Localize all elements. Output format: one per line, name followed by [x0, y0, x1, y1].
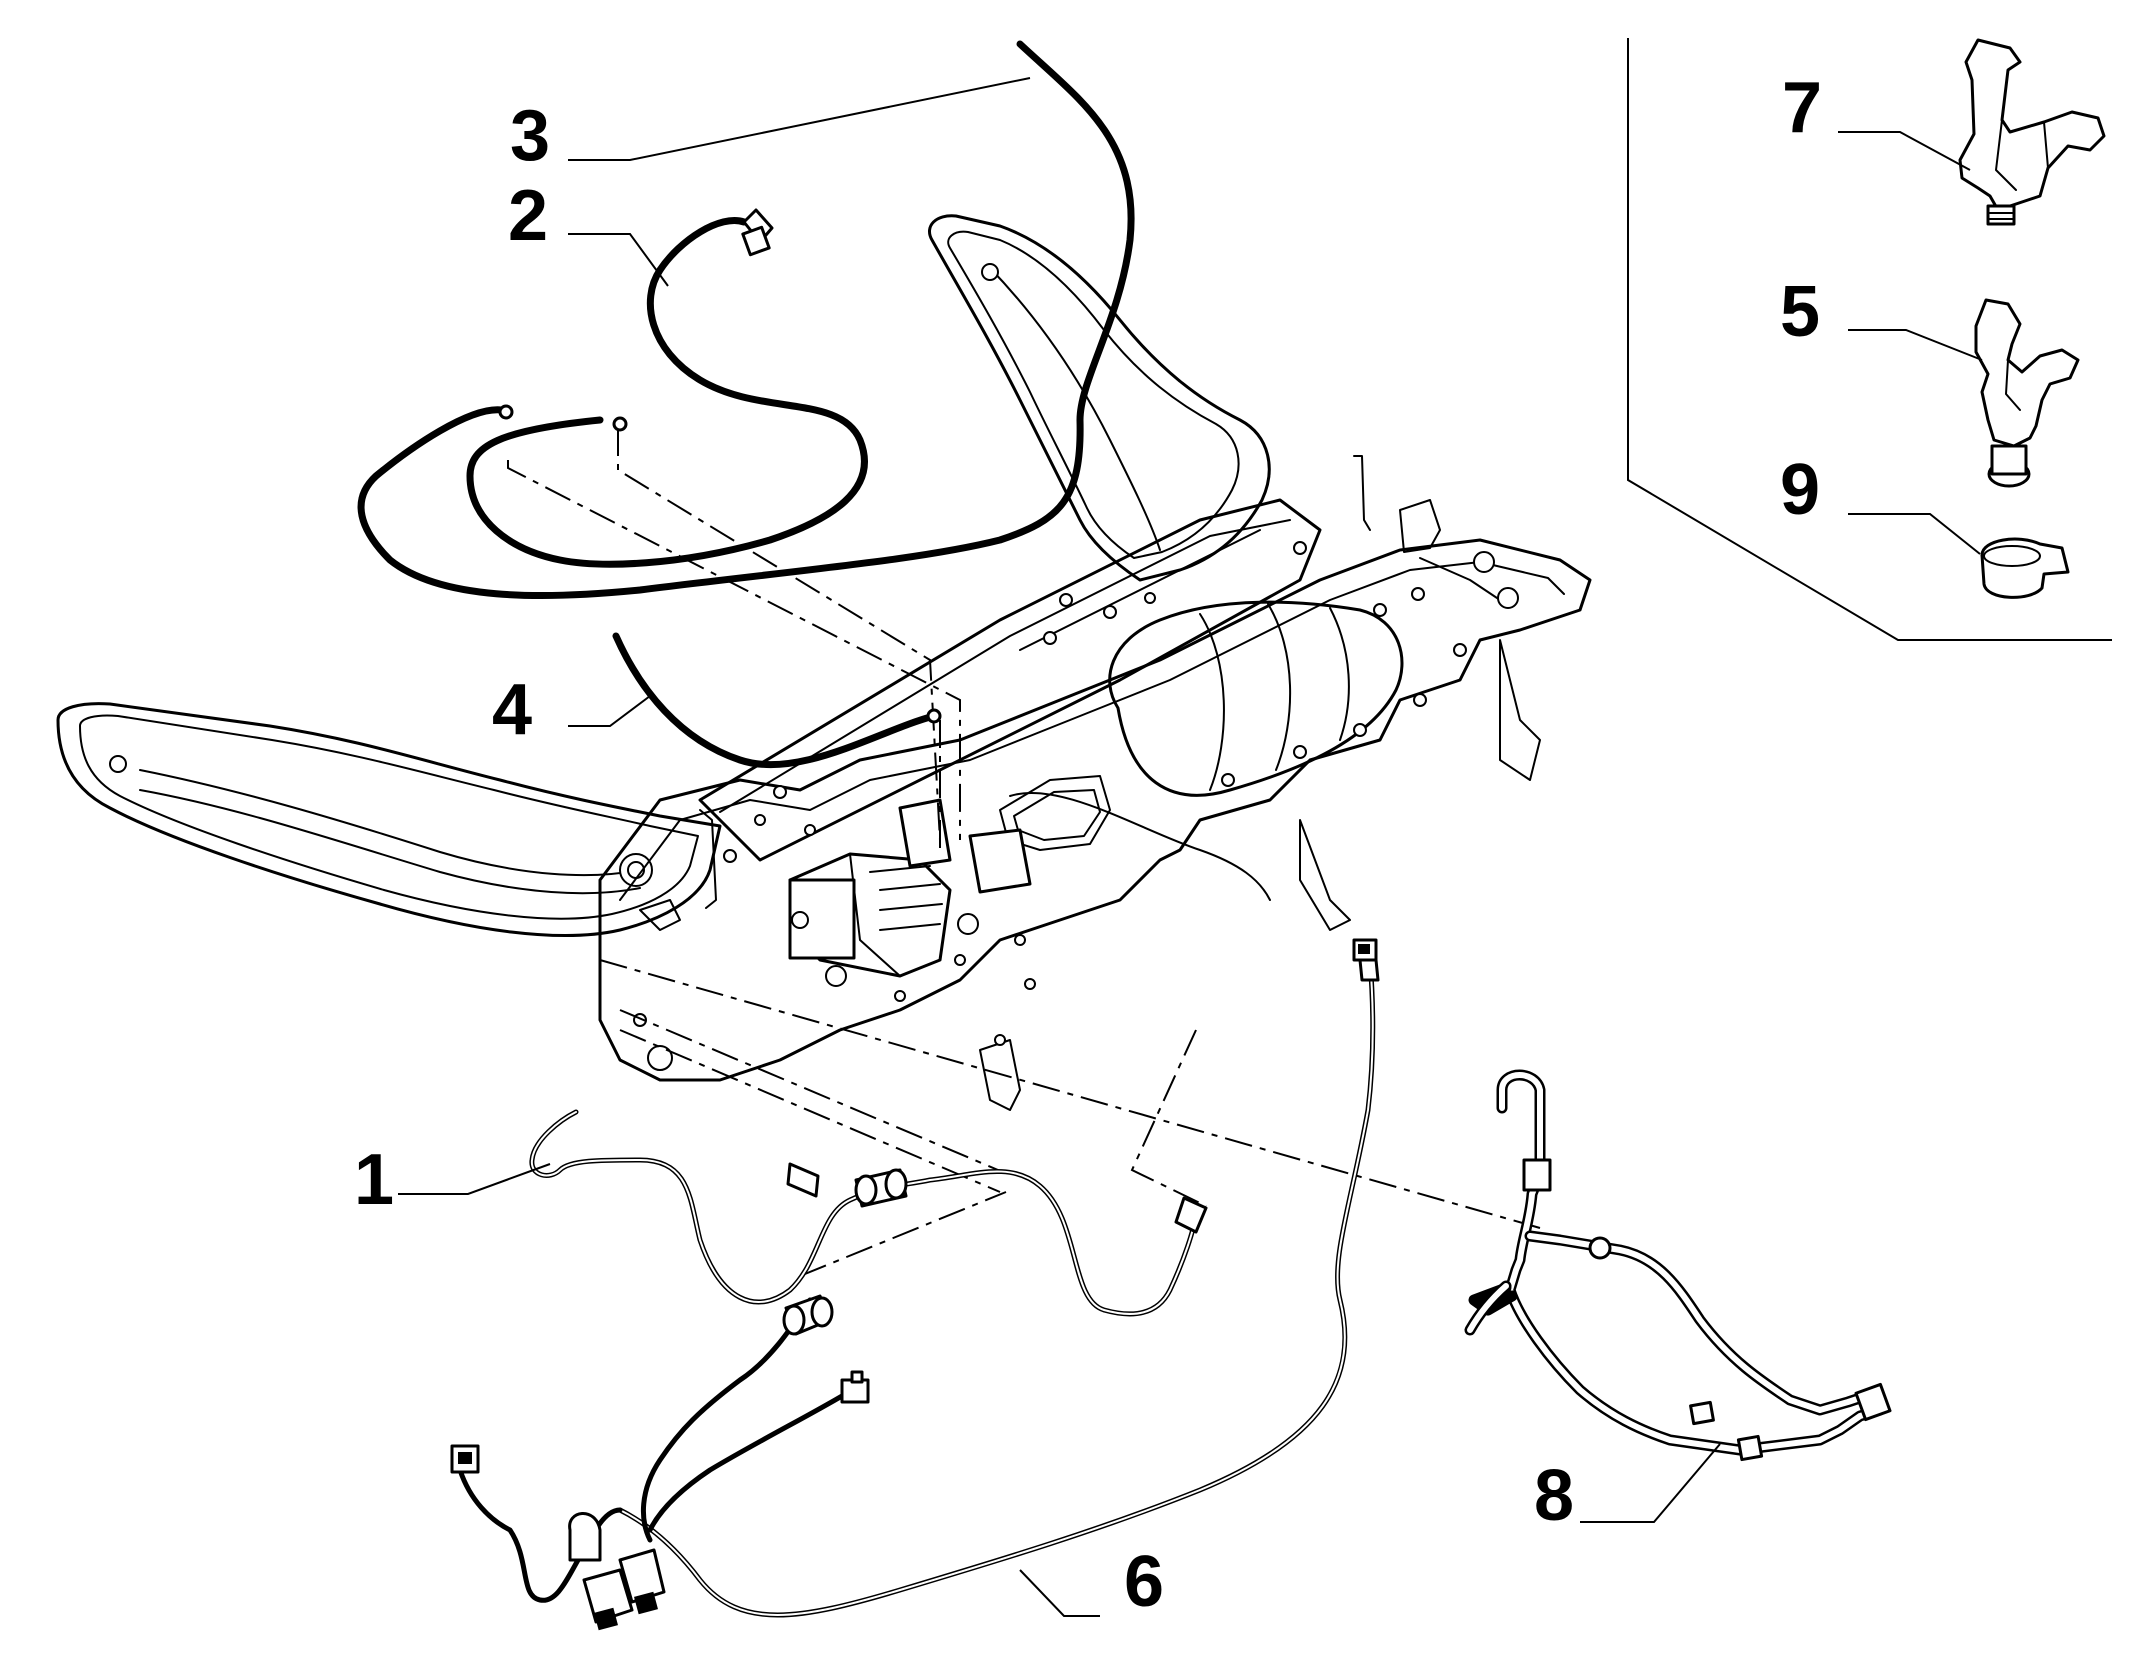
callout-4: 4 — [492, 670, 532, 750]
clip-part-9 — [1980, 537, 2070, 599]
hose-part-2 — [466, 217, 868, 568]
callout-7: 7 — [1782, 68, 1822, 148]
callout-9: 9 — [1780, 450, 1820, 530]
clip-part-5 — [1974, 298, 2080, 488]
callout-5: 5 — [1780, 272, 1820, 352]
assembly-lines — [507, 428, 1541, 1277]
callout-labels: 3 2 4 1 6 8 7 5 9 — [354, 68, 1822, 1622]
inset-border — [1627, 38, 2112, 641]
harness-6-bottom-connectors — [568, 1512, 666, 1631]
harness-1-connector — [786, 1162, 908, 1208]
clip-part-7 — [1958, 38, 2106, 226]
leader-lines — [398, 77, 1983, 1617]
wiring-harness-1 — [529, 1109, 1208, 1317]
hose-part-4 — [612, 632, 938, 769]
callout-3: 3 — [510, 96, 550, 176]
hoses-upper — [357, 40, 1135, 769]
clips-inset — [1627, 38, 2112, 641]
compressor-unit — [788, 798, 1032, 987]
hose-2-connector — [741, 208, 774, 257]
rear-subframe — [56, 214, 1592, 1111]
harness-6-left-connector — [450, 1444, 480, 1474]
hose-part-3 — [357, 40, 1135, 600]
harness-6-side-connector — [840, 1370, 870, 1404]
callout-6: 6 — [1124, 1542, 1164, 1622]
callout-2: 2 — [508, 176, 548, 256]
callout-1: 1 — [354, 1140, 394, 1220]
wiring-harness-6 — [450, 938, 1380, 1631]
pipe-part-8 — [1464, 1069, 1892, 1462]
harness-6-mid-connector — [782, 1294, 834, 1336]
callout-8: 8 — [1534, 1456, 1574, 1536]
harness-6-top-connector — [1352, 938, 1380, 982]
